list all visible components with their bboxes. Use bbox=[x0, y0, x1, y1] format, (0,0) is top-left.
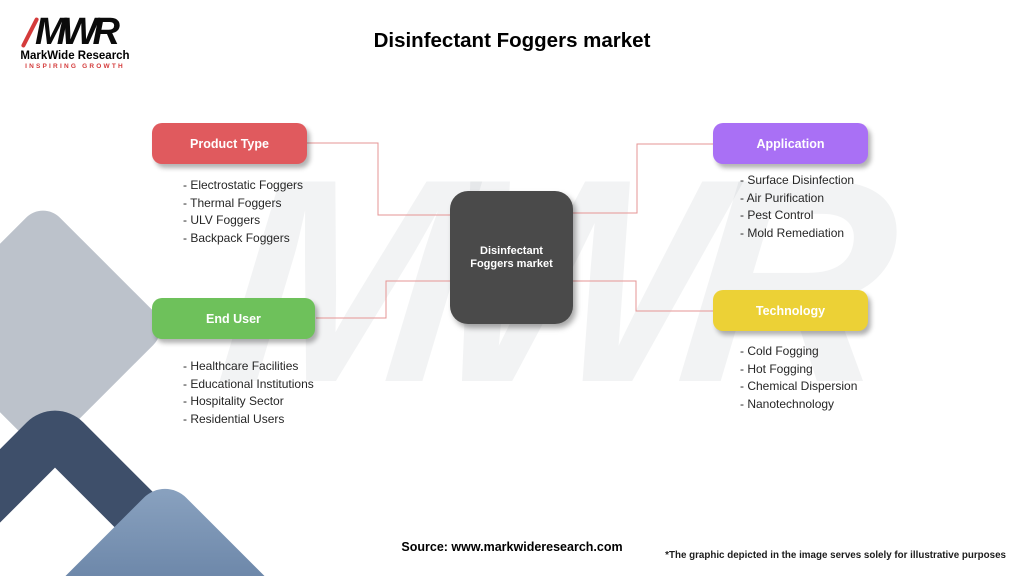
list-item: - Backpack Foggers bbox=[183, 230, 290, 245]
list-item: - Cold Fogging bbox=[740, 344, 819, 358]
list-item: - ULV Foggers bbox=[183, 213, 261, 228]
logo-tagline: INSPIRING GROWTH bbox=[25, 63, 125, 70]
source-attribution: Source: www.markwideresearch.com bbox=[401, 540, 623, 554]
list-item: - Air Purification bbox=[740, 190, 825, 205]
node-product-type: Product Type bbox=[152, 123, 307, 164]
logo-acronym: MWR bbox=[35, 11, 120, 53]
list-item: - Pest Control bbox=[740, 208, 814, 223]
end-user-list: - Healthcare Facilities - Educational In… bbox=[183, 358, 314, 428]
list-item: - Surface Disinfection bbox=[740, 173, 855, 187]
list-item: - Mold Remediation bbox=[740, 225, 845, 240]
disclaimer-note: *The graphic depicted in the image serve… bbox=[665, 550, 1006, 561]
markwide-research-logo: MWR MarkWide Research INSPIRING GROWTH bbox=[20, 12, 130, 70]
list-item: - Chemical Dispersion bbox=[740, 379, 858, 394]
list-item: - Hot Fogging bbox=[740, 361, 813, 376]
product-type-list: - Electrostatic Foggers - Thermal Fogger… bbox=[183, 177, 303, 247]
list-item: - Electrostatic Foggers bbox=[183, 178, 304, 192]
application-list: - Surface Disinfection - Air Purificatio… bbox=[740, 172, 854, 242]
logo-company-name: MarkWide Research bbox=[20, 50, 130, 62]
list-item: - Healthcare Facilities bbox=[183, 359, 299, 373]
center-node-disinfectant-foggers-market: Disinfectant Foggers market bbox=[450, 191, 573, 324]
node-end-user: End User bbox=[152, 298, 315, 339]
node-application: Application bbox=[713, 123, 868, 164]
list-item: - Nanotechnology bbox=[740, 396, 835, 411]
page-title: Disinfectant Foggers market bbox=[373, 29, 651, 52]
node-technology: Technology bbox=[713, 290, 868, 331]
list-item: - Thermal Foggers bbox=[183, 195, 282, 210]
technology-list: - Cold Fogging - Hot Fogging - Chemical … bbox=[740, 343, 857, 413]
list-item: - Educational Institutions bbox=[183, 376, 314, 391]
list-item: - Residential Users bbox=[183, 411, 285, 426]
list-item: - Hospitality Sector bbox=[183, 394, 284, 409]
